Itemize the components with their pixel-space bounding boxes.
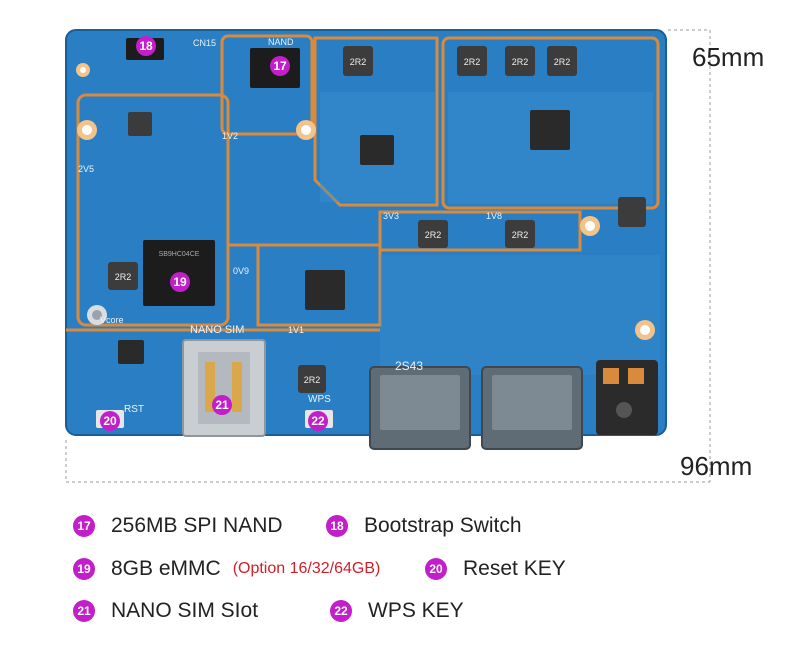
legend-badge: 17 (73, 515, 95, 537)
svg-text:2R2: 2R2 (464, 57, 481, 67)
mounting-holes (76, 63, 655, 340)
silk-1v8: 1V8 (486, 211, 502, 221)
copper-traces (66, 34, 660, 332)
dimension-width: 96mm (680, 451, 753, 481)
marker-19 (170, 272, 190, 292)
svg-text:22: 22 (311, 414, 325, 428)
silk-1v1: 1V1 (288, 325, 304, 335)
nano-sim-slot (182, 339, 266, 437)
legend-label: 256MB SPI NAND (111, 514, 283, 537)
emmc-marking: SB9HC04CE (159, 251, 200, 258)
legend-label: WPS KEY (368, 599, 464, 622)
legend-label: NANO SIM SIot (111, 599, 259, 622)
legend-item-21: 21 NANO SIM SIot (73, 599, 258, 623)
silk-0v9: 0V9 (233, 266, 249, 276)
svg-text:19: 19 (173, 275, 187, 289)
legend-label: Bootstrap Switch (364, 514, 522, 537)
svg-text:2R2: 2R2 (512, 57, 529, 67)
legend-item-20: 20 Reset KEY (425, 557, 566, 581)
inductor-label: 2R2 (350, 57, 367, 67)
svg-text:20: 20 (103, 414, 117, 428)
silk-3v3: 3V3 (383, 211, 399, 221)
power-jack (596, 360, 658, 435)
legend-badge: 21 (73, 600, 95, 622)
svg-text:2R2: 2R2 (512, 230, 529, 240)
svg-text:17: 17 (273, 59, 287, 73)
legend-badge: 20 (425, 558, 447, 580)
svg-text:2R2: 2R2 (304, 375, 321, 385)
ethernet-ports (369, 366, 583, 450)
legend-label: Reset KEY (463, 557, 566, 580)
inductors: 2R2 2R2 2R2 2R2 2R2 2R2 2R2 2R2 (108, 46, 646, 393)
silk-nand: NAND (268, 37, 294, 47)
marker-17 (270, 56, 290, 76)
legend-note: (Option 16/32/64GB) (232, 560, 381, 577)
marker-20 (100, 411, 120, 431)
legend-badge: 19 (73, 558, 95, 580)
dimension-height: 65mm (692, 42, 765, 72)
board-markers: 17 18 19 20 21 22 (100, 36, 328, 431)
pcb (66, 30, 666, 435)
marker-22 (308, 411, 328, 431)
svg-text:2R2: 2R2 (554, 57, 571, 67)
silk-nano-sim: NANO SIM (190, 324, 244, 336)
svg-text:21: 21 (215, 398, 229, 412)
legend-label: 8GB eMMC (111, 557, 221, 580)
silk-2v5: 2V5 (78, 164, 94, 174)
silk-board-code: 2S43 (395, 359, 423, 373)
marker-18 (136, 36, 156, 56)
legend-item-22: 22 WPS KEY (330, 599, 464, 623)
silk-cn15: CN15 (193, 38, 216, 48)
legend-item-19: 19 8GB eMMC (Option 16/32/64GB) (73, 557, 380, 581)
marker-21 (212, 395, 232, 415)
legend-badge: 22 (330, 600, 352, 622)
silk-rst: RST (124, 404, 144, 415)
silk-vcore: Vcore (100, 315, 124, 325)
svg-text:2R2: 2R2 (115, 272, 132, 282)
svg-text:2R2: 2R2 (425, 230, 442, 240)
svg-text:18: 18 (139, 39, 153, 53)
legend-badge: 18 (326, 515, 348, 537)
legend-item-17: 17 256MB SPI NAND (73, 514, 283, 538)
silk-wps: WPS (308, 394, 331, 405)
silk-1v2: 1V2 (222, 131, 238, 141)
legend-item-18: 18 Bootstrap Switch (326, 514, 522, 538)
